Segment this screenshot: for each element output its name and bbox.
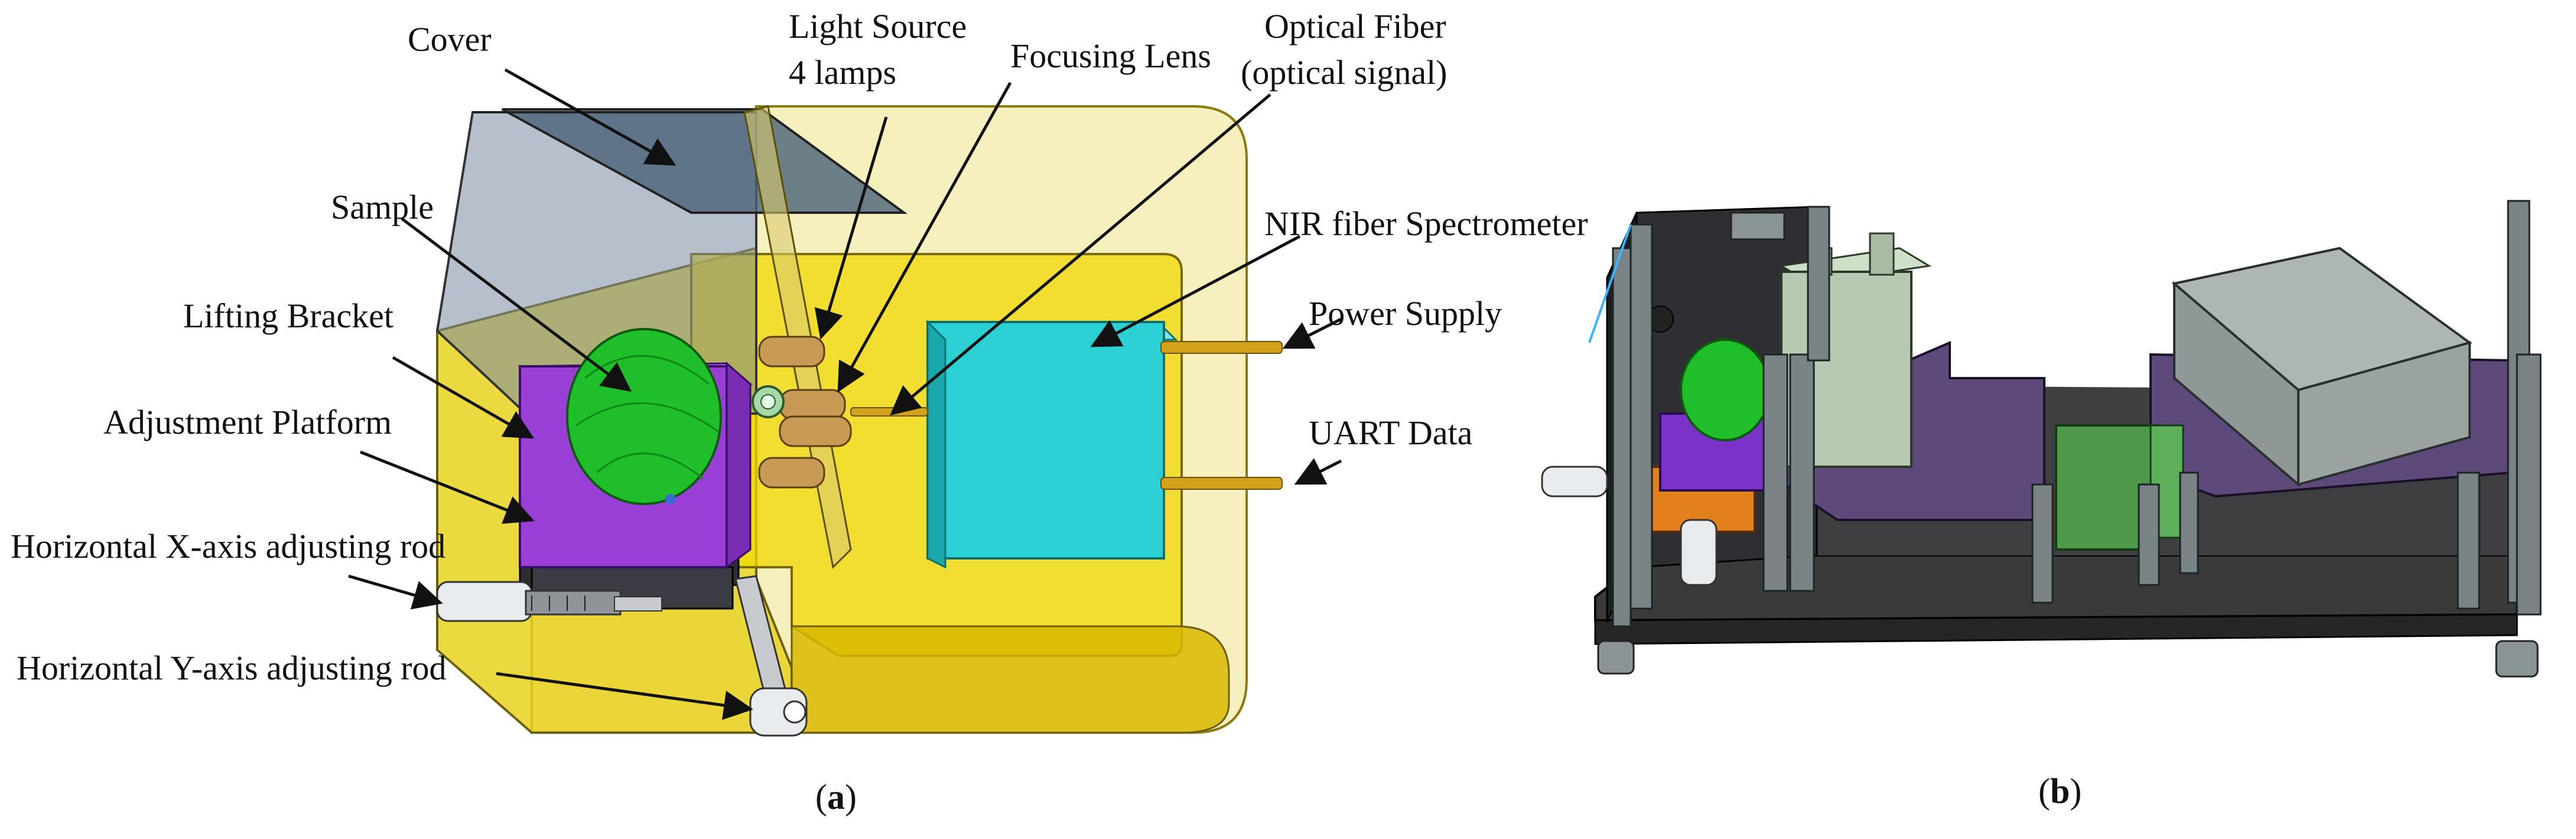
label-lifting-bracket: Lifting Bracket [183,297,393,335]
label-optical-fiber-line2: (optical signal) [1241,53,1448,92]
arrow-x-rod [348,574,443,610]
label-optical-fiber-line1: Optical Fiber [1264,7,1446,45]
uart-cable [1160,477,1283,490]
arrow-cover [504,68,676,166]
arrow-optical-fiber [890,93,1271,416]
arrow-lifting-bracket [392,356,535,439]
label-y-rod: Horizontal Y-axis adjusting rod [17,649,447,687]
arrow-focusing-lens [837,82,1012,393]
caption-a-letter: a [827,778,845,817]
arrow-nir-spectrometer [1090,235,1301,347]
extrusion-posts [1612,200,2542,627]
arrow-power-supply [1282,317,1342,349]
base-plate [1594,554,2518,622]
spectrometer-box [926,321,1165,560]
arrow-adjustment-platform [360,450,535,524]
label-light-source-line1: Light Source [789,7,967,45]
label-adjustment-platform: Adjustment Platform [103,403,392,441]
arrow-sample [401,217,632,392]
label-x-rod: Horizontal X-axis adjusting rod [11,527,446,565]
arrow-light-source [814,116,888,340]
label-power-supply: Power Supply [1309,294,1502,333]
leveling-feet [1597,640,2539,678]
label-focusing-lens: Focusing Lens [1010,37,1211,75]
y-axis-rod [734,575,808,737]
label-cover: Cover [408,20,492,58]
lamps [758,336,852,489]
power-cable [1160,341,1283,354]
sample-sphere-b [1680,339,1771,441]
housing-bottom [791,625,1230,734]
panel-a-drawing [435,105,1283,737]
cover-lid [502,108,908,214]
panel-b-drawing [1541,200,2542,678]
caption-b-letter: b [2050,772,2070,811]
label-light-source-line2: 4 lamps [789,53,897,92]
caption-a: (a) [815,778,857,817]
label-nir-spectrometer: NIR fiber Spectrometer [1264,204,1588,243]
arrow-uart-data [1294,458,1342,485]
annotation-arrows [348,68,1342,720]
arrow-y-rod [496,672,753,720]
label-uart-data: UART Data [1309,414,1473,452]
label-sample: Sample [331,188,434,226]
x-axis-rod [436,581,662,622]
caption-b: (b) [2038,772,2082,811]
